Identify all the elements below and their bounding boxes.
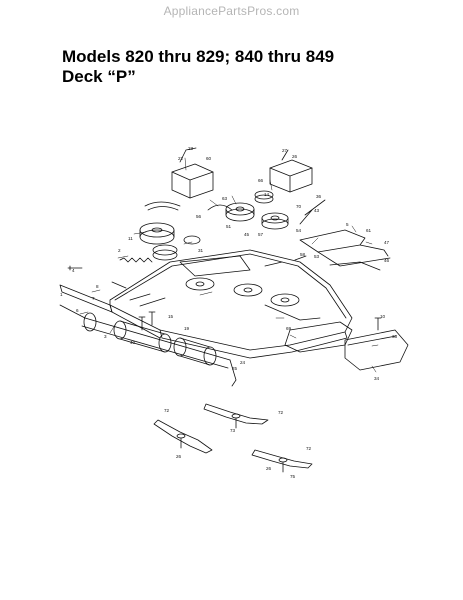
lift-linkage <box>299 199 391 271</box>
part-label: 23 <box>188 146 194 151</box>
part-label: 26 <box>266 466 272 471</box>
hardware-bolts <box>67 255 382 331</box>
part-label: 66 <box>258 178 264 183</box>
title-models: Models 820 thru 829; 840 thru 849 <box>62 47 335 66</box>
part-labels: 4 1 6 7 3 40 2 8 22 23 60 27 26 66 14 63… <box>60 146 398 479</box>
part-label: 2 <box>118 248 121 253</box>
blade-left <box>153 419 213 454</box>
part-label: 36 <box>316 194 322 199</box>
front-roller <box>59 304 237 387</box>
part-label: 73 <box>230 428 236 433</box>
deck-shield <box>284 321 353 353</box>
part-label: 54 <box>296 228 302 233</box>
page-title: Models 820 thru 829; 840 thru 849 Deck “… <box>62 47 334 87</box>
part-label: 46 <box>384 258 390 263</box>
part-label: 7 <box>92 296 95 301</box>
spindle-pulley-right <box>254 190 289 230</box>
part-label: 31 <box>198 248 204 253</box>
deck-housing <box>109 249 353 359</box>
part-label: 53 <box>314 254 320 259</box>
idler-pulley <box>152 235 201 261</box>
part-label: 8 <box>96 284 99 289</box>
part-label: 56 <box>196 214 202 219</box>
part-label: 4 <box>72 268 75 273</box>
part-label: 25 <box>232 366 238 371</box>
part-label: 19 <box>184 326 190 331</box>
drive-belt <box>144 201 233 211</box>
leader-lines <box>79 157 379 373</box>
part-label: 60 <box>206 156 212 161</box>
part-label: 3 <box>104 334 107 339</box>
tension-spring <box>119 257 153 263</box>
part-label: 51 <box>226 224 232 229</box>
part-label: 10 <box>380 314 386 319</box>
part-label: 6 <box>76 308 79 313</box>
spindle-pulley-left <box>139 222 175 245</box>
part-label: 26 <box>292 154 298 159</box>
part-label: 22 <box>178 156 184 161</box>
part-label: 15 <box>168 314 174 319</box>
part-label: 40 <box>130 340 136 345</box>
blade-right <box>251 449 313 473</box>
belt-cover-left <box>171 147 214 199</box>
part-label: 45 <box>244 232 250 237</box>
watermark: AppliancePartsPros.com <box>163 4 300 18</box>
part-label: 47 <box>384 240 390 245</box>
part-label: 69 <box>286 326 292 331</box>
belt-cover-right <box>269 149 313 193</box>
part-label: 72 <box>164 408 170 413</box>
part-label: 75 <box>290 474 296 479</box>
title-deck: Deck “P” <box>62 67 136 86</box>
discharge-chute <box>344 329 409 371</box>
part-label: 26 <box>176 454 182 459</box>
part-label: 5 <box>346 222 349 227</box>
blade-center <box>203 403 269 429</box>
part-label: 14 <box>264 192 270 197</box>
part-label: 24 <box>240 360 246 365</box>
part-label: 70 <box>296 204 302 209</box>
part-label: 1 <box>60 292 63 297</box>
part-label: 61 <box>366 228 372 233</box>
part-label: 11 <box>128 236 133 241</box>
deck-side-rail <box>59 284 113 313</box>
part-label: 57 <box>258 232 264 237</box>
part-label: 58 <box>300 252 306 257</box>
part-label: 43 <box>314 208 320 213</box>
part-label: 34 <box>374 376 380 381</box>
part-label: 72 <box>306 446 312 451</box>
part-label: 72 <box>278 410 284 415</box>
part-label: 27 <box>282 148 288 153</box>
part-label: 63 <box>222 196 228 201</box>
part-label: 33 <box>392 334 398 339</box>
spindle-pulley-center <box>225 202 255 222</box>
